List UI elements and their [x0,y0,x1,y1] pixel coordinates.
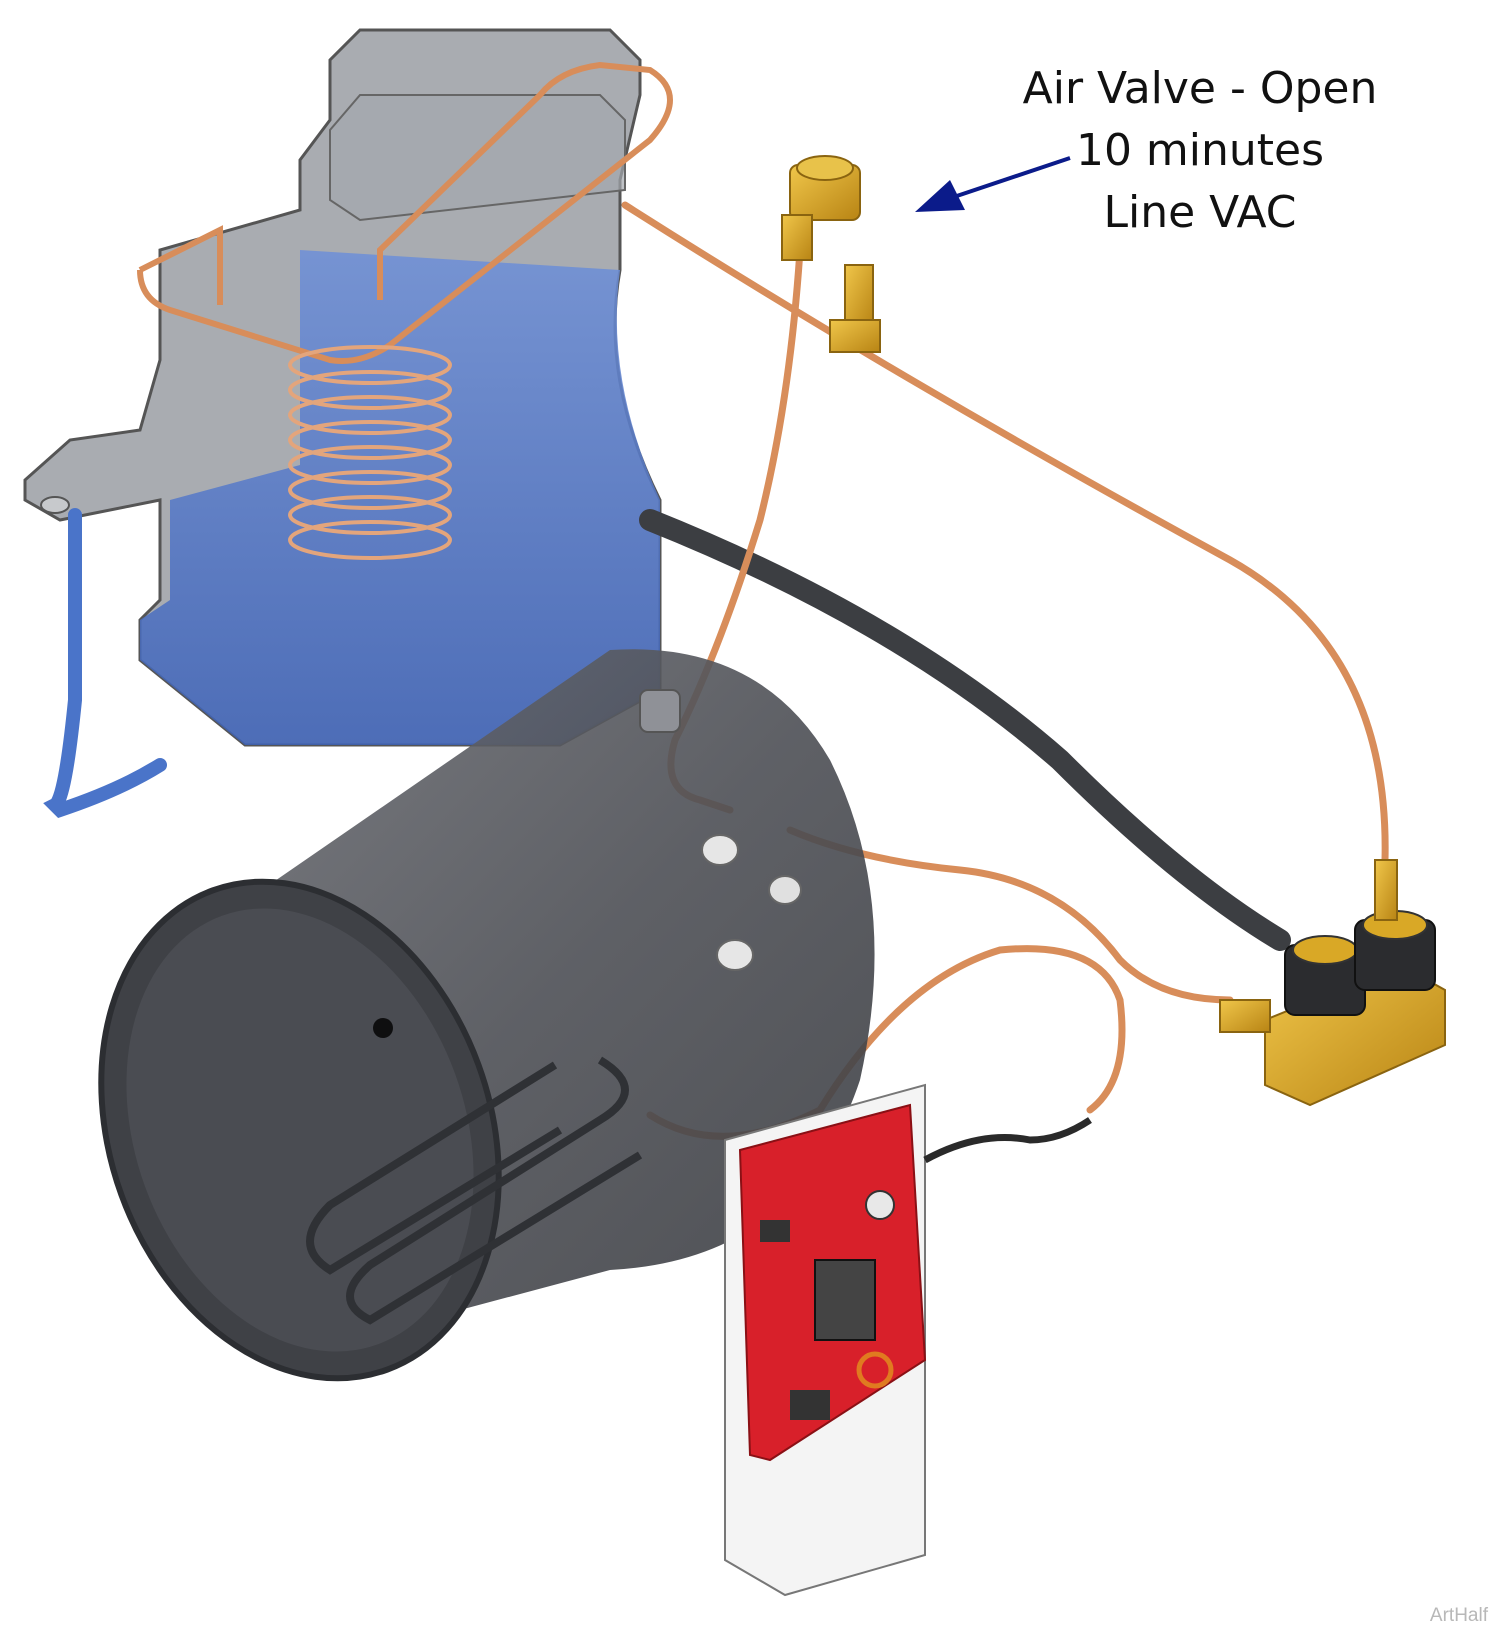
callout-line-1: Air Valve - Open [1022,63,1378,114]
black-hose [639,509,1291,951]
callout-line-2: 10 minutes [1075,125,1325,176]
tank-fitting-1 [701,834,739,866]
air-valve [781,155,881,353]
control-board [724,1083,1092,1597]
tank-fitting-3 [716,939,754,971]
callout-line-3: Line VAC [1103,187,1297,238]
watermark: ArtHalf [1429,1605,1488,1626]
reservoir [23,28,662,747]
thermostat [373,1018,393,1038]
tank-fitting-2 [768,875,802,905]
boiler-tank [98,649,875,1382]
copper-coil [137,61,673,560]
callout-arrow [915,156,1071,212]
heating-element [306,1056,643,1325]
drain-port [40,496,70,514]
air-valve-callout: Air Valve - Open 10 minutes Line VAC [990,58,1410,244]
tank-port-top [639,689,681,733]
drain-hose [43,508,167,819]
solenoid-valve-block [1219,859,1446,1107]
